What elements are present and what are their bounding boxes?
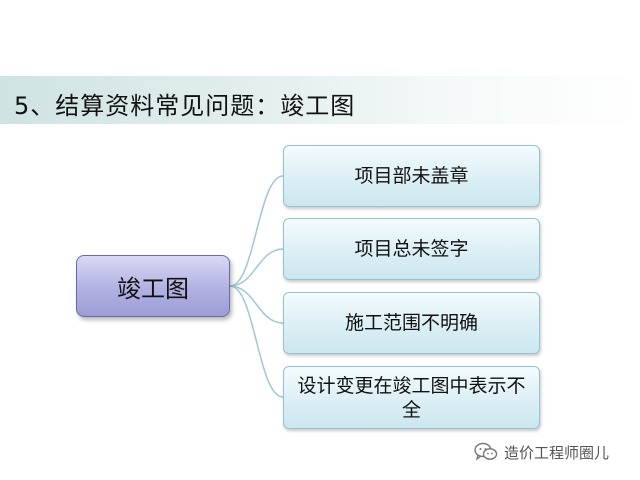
child-node-unstamped: 项目部未盖章 <box>283 145 540 207</box>
root-node: 竣工图 <box>76 255 230 317</box>
wechat-icon <box>474 442 498 461</box>
page-title: 5、结算资料常见问题：竣工图 <box>14 92 356 120</box>
child-node-label: 设计变更在竣工图中表示不全 <box>297 374 526 421</box>
root-node-label: 竣工图 <box>117 274 189 303</box>
child-node-label: 施工范围不明确 <box>344 312 478 334</box>
child-node-label: 项目总未签字 <box>354 238 469 260</box>
child-node-unsigned: 项目总未签字 <box>283 218 540 280</box>
connector-line-3 <box>229 285 284 324</box>
child-node-incomplete-changes: 设计变更在竣工图中表示不全 <box>283 366 540 429</box>
child-node-unclear-scope: 施工范围不明确 <box>283 292 540 354</box>
connector-line-1 <box>229 175 284 287</box>
watermark-text: 造价工程师圈儿 <box>504 443 610 462</box>
title-band <box>0 76 640 124</box>
child-node-label: 项目部未盖章 <box>354 165 469 187</box>
watermark: 造价工程师圈儿 <box>474 441 609 463</box>
connector-line-4 <box>229 285 284 398</box>
connector-line-2 <box>229 248 284 287</box>
